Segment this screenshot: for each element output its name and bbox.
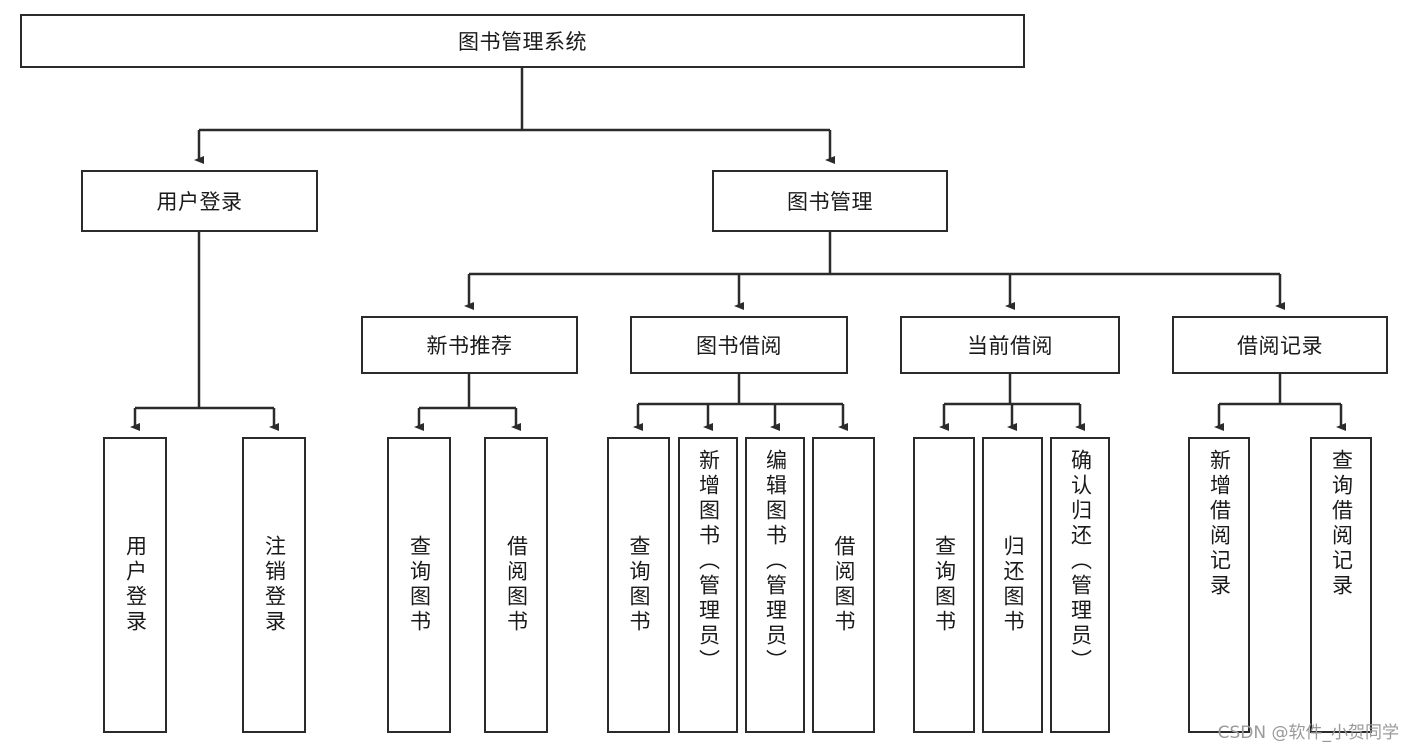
node-borrow-record-label: 借阅记录 bbox=[1237, 334, 1323, 358]
leaf-node-label: 新增借阅记录 bbox=[1207, 449, 1232, 599]
leaf-node-label: 新增图书（管理员） bbox=[696, 449, 721, 674]
leaf-node-label: 查询图书 bbox=[932, 535, 957, 635]
leaf-node-label: 查询图书 bbox=[407, 535, 432, 635]
leaf-node[interactable]: 查询图书 bbox=[387, 437, 451, 733]
node-user-login-label: 用户登录 bbox=[156, 190, 243, 214]
leaf-node-label: 借阅图书 bbox=[504, 535, 529, 635]
leaf-node-label: 确认归还（管理员） bbox=[1068, 449, 1093, 674]
leaf-node-label: 编辑图书（管理员） bbox=[763, 449, 788, 674]
leaf-node-label: 查询借阅记录 bbox=[1329, 449, 1354, 599]
node-book-borrow[interactable]: 图书借阅 bbox=[630, 316, 848, 374]
leaf-node[interactable]: 新增图书（管理员） bbox=[678, 437, 738, 733]
leaf-node-label: 归还图书 bbox=[1001, 535, 1025, 635]
leaf-node[interactable]: 归还图书 bbox=[982, 437, 1043, 733]
node-root-label: 图书管理系统 bbox=[458, 30, 587, 54]
leaf-node[interactable]: 新增借阅记录 bbox=[1188, 437, 1250, 733]
leaf-node[interactable]: 注销登录 bbox=[242, 437, 306, 733]
leaf-node[interactable]: 借阅图书 bbox=[812, 437, 875, 733]
node-user-login[interactable]: 用户登录 bbox=[81, 170, 318, 232]
node-root[interactable]: 图书管理系统 bbox=[20, 14, 1025, 68]
leaf-node[interactable]: 查询图书 bbox=[913, 437, 975, 733]
leaf-node-label: 用户登录 bbox=[123, 535, 148, 635]
leaf-node-label: 注销登录 bbox=[262, 535, 287, 635]
leaf-node-label: 查询图书 bbox=[627, 535, 651, 635]
node-book-borrow-label: 图书借阅 bbox=[696, 334, 782, 358]
node-borrow-record[interactable]: 借阅记录 bbox=[1172, 316, 1388, 374]
node-new-book-recommend[interactable]: 新书推荐 bbox=[361, 316, 578, 374]
leaf-node[interactable]: 查询借阅记录 bbox=[1310, 437, 1372, 733]
node-current-borrow-label: 当前借阅 bbox=[967, 334, 1053, 358]
node-current-borrow[interactable]: 当前借阅 bbox=[900, 316, 1120, 374]
leaf-node[interactable]: 用户登录 bbox=[103, 437, 167, 733]
leaf-node[interactable]: 确认归还（管理员） bbox=[1050, 437, 1110, 733]
leaf-node[interactable]: 借阅图书 bbox=[484, 437, 548, 733]
leaf-node[interactable]: 查询图书 bbox=[607, 437, 670, 733]
watermark: CSDN @软件_小贺同学 bbox=[1217, 723, 1399, 743]
node-new-book-recommend-label: 新书推荐 bbox=[426, 334, 513, 358]
leaf-node-label: 借阅图书 bbox=[832, 535, 856, 635]
node-book-management-label: 图书管理 bbox=[787, 190, 873, 214]
leaf-node[interactable]: 编辑图书（管理员） bbox=[745, 437, 805, 733]
node-book-management[interactable]: 图书管理 bbox=[712, 170, 948, 232]
